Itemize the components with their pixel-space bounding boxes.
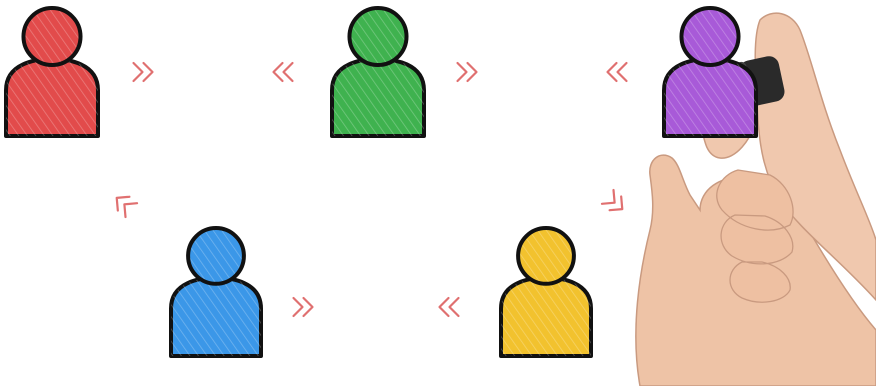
person-purple-icon — [664, 8, 756, 136]
chevron-stroke — [294, 298, 303, 316]
person-body-hatch — [171, 278, 261, 356]
chevron-strokes — [440, 298, 459, 316]
person-body-hatch — [332, 59, 424, 136]
chevron-stroke — [440, 298, 449, 316]
person-head-hatch — [683, 10, 736, 63]
person-yellow-icon — [501, 228, 591, 356]
chevron-stroke — [608, 63, 617, 81]
chevron-stroke — [144, 63, 153, 81]
chevron-stroke — [610, 196, 628, 216]
chevron-strokes — [602, 190, 628, 216]
chevron-strokes — [458, 63, 477, 81]
person-blue-icon — [171, 228, 261, 356]
person-head-hatch — [190, 230, 242, 282]
chevron-stroke — [468, 63, 477, 81]
chevron-right-icon — [134, 63, 153, 81]
chevron-stroke — [119, 197, 137, 217]
person-body-hatch — [664, 59, 756, 136]
person-head-hatch — [351, 10, 404, 63]
chevron-strokes — [134, 63, 153, 81]
person-body-hatch — [6, 59, 98, 136]
chevron-up-left-icon — [111, 191, 137, 217]
chevron-stroke — [304, 298, 313, 316]
chevron-strokes — [608, 63, 627, 81]
chevron-strokes — [111, 191, 137, 217]
chevron-strokes — [274, 63, 293, 81]
chevron-stroke — [111, 191, 129, 211]
chevron-down-right-icon — [602, 190, 628, 216]
chevron-left-icon — [608, 63, 627, 81]
chevron-stroke — [458, 63, 467, 81]
chevron-strokes — [294, 298, 313, 316]
person-body-hatch — [501, 278, 591, 356]
person-head-hatch — [25, 10, 78, 63]
person-head-hatch — [520, 230, 572, 282]
chevron-right-icon — [458, 63, 477, 81]
person-red-icon — [6, 8, 98, 136]
chevron-stroke — [274, 63, 283, 81]
person-green-icon — [332, 8, 424, 136]
chevron-stroke — [602, 190, 620, 210]
chevron-stroke — [134, 63, 143, 81]
chevron-right-icon — [294, 298, 313, 316]
chevron-left-icon — [274, 63, 293, 81]
chevron-stroke — [450, 298, 459, 316]
chevron-stroke — [284, 63, 293, 81]
chevron-stroke — [618, 63, 627, 81]
chevron-left-icon — [440, 298, 459, 316]
